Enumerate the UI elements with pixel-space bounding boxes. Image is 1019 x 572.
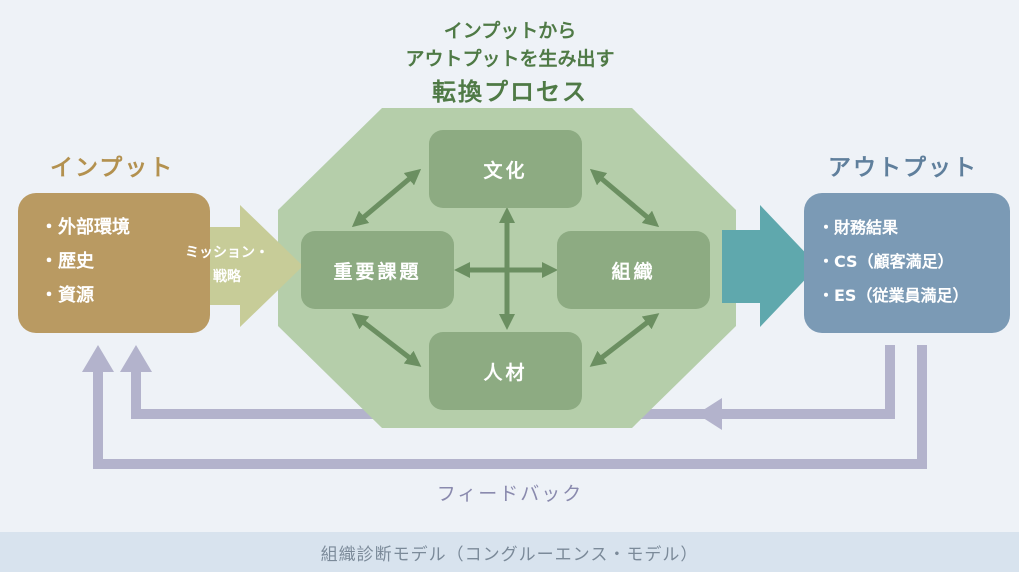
footer-caption: 組織診断モデル（コングルーエンス・モデル） xyxy=(0,532,1019,572)
output-arrow xyxy=(722,205,818,327)
arrow-top-right xyxy=(589,168,660,228)
feedback-inner-arrowhead xyxy=(120,345,152,372)
output-list: ・財務結果 ・CS（顧客満足） ・ES（従業員満足） xyxy=(818,211,968,313)
node-people: 人材 xyxy=(429,332,582,410)
output-box: ・財務結果 ・CS（顧客満足） ・ES（従業員満足） xyxy=(804,193,1010,333)
header-line-2: アウトプットを生み出す xyxy=(405,48,615,70)
input-title: インプット xyxy=(50,155,175,181)
feedback-outer-arrowhead xyxy=(82,345,114,372)
node-arrows xyxy=(351,168,660,367)
output-item: ・財務結果 xyxy=(818,218,899,237)
input-item: ・資源 xyxy=(40,285,94,306)
input-item: ・歴史 xyxy=(40,251,94,272)
arrow-bottom-left xyxy=(351,313,422,367)
feedback-label: フィードバック xyxy=(436,483,584,505)
input-box: ・外部環境 ・歴史 ・資源 xyxy=(18,193,210,333)
output-item: ・ES（従業員満足） xyxy=(818,286,969,305)
input-list: ・外部環境 ・歴史 ・資源 xyxy=(40,211,130,313)
arrow-top-left xyxy=(351,168,422,228)
node-culture: 文化 xyxy=(429,130,582,208)
arrow-bottom-right xyxy=(589,313,660,367)
feedback-outer-arrow xyxy=(93,345,927,469)
input-item: ・外部環境 xyxy=(40,217,130,238)
strategy-label-1: ミッション・ xyxy=(185,245,269,261)
node-key-issues: 重要課題 xyxy=(301,231,454,309)
header-line-1: インプットから xyxy=(443,20,577,42)
output-item: ・CS（顧客満足） xyxy=(818,252,954,271)
node-organization: 組織 xyxy=(557,231,710,309)
header-line-3: 転換プロセス xyxy=(432,78,588,106)
strategy-label-2: 戦略 xyxy=(213,269,241,285)
feedback-short-arrow xyxy=(131,370,328,419)
output-title: アウトプット xyxy=(828,155,978,181)
